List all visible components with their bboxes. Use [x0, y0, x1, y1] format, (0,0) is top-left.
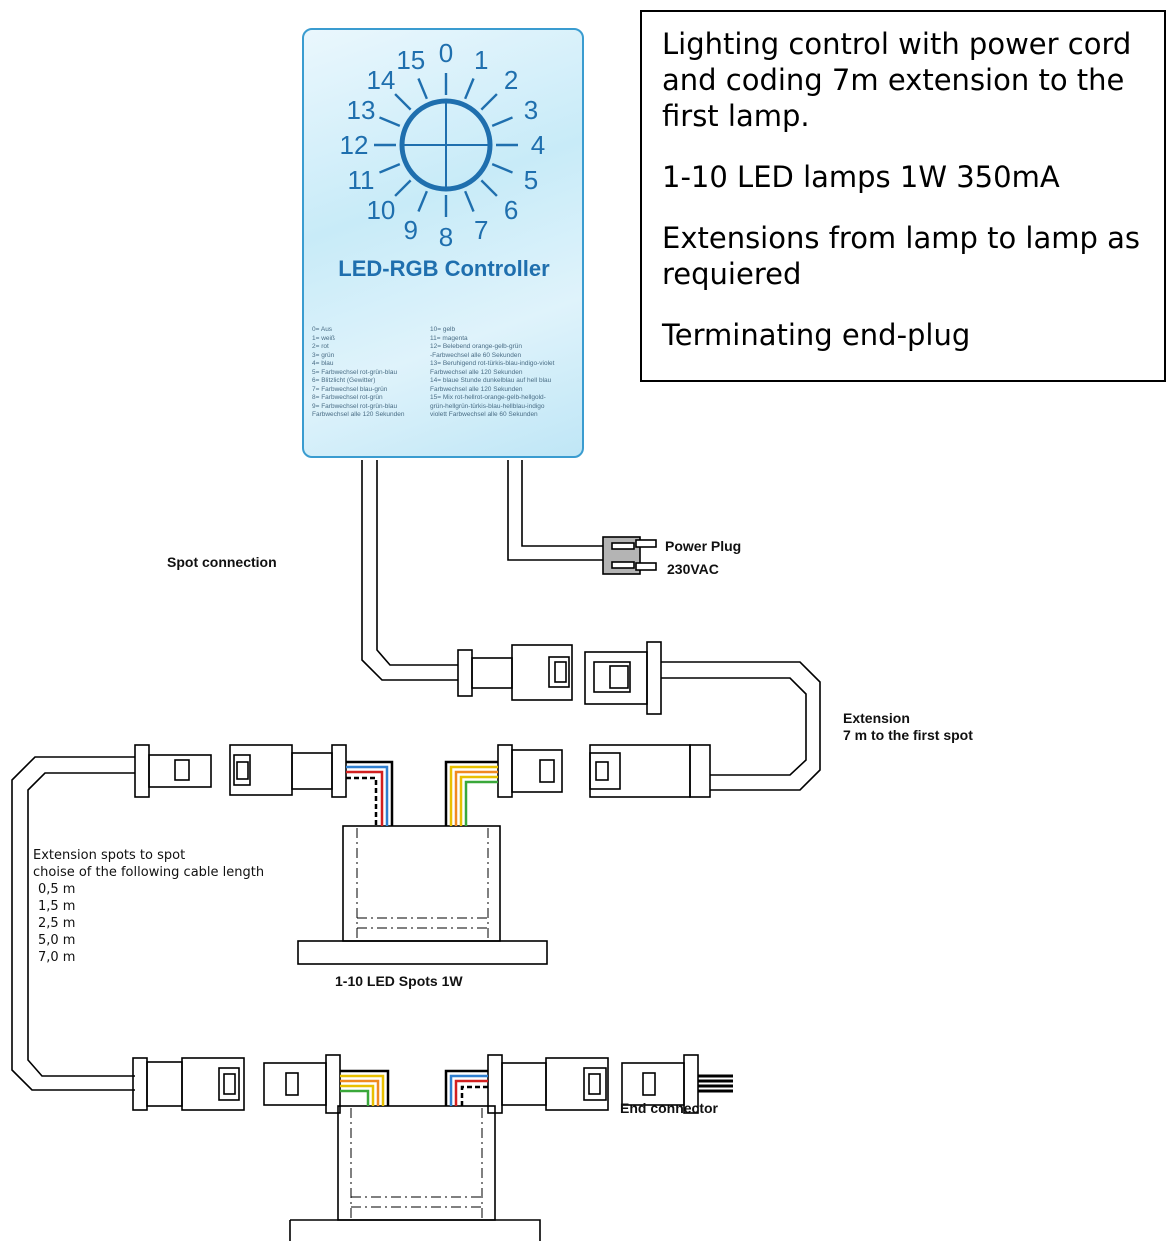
legend-line: 0= Aus — [312, 326, 333, 333]
dial-tick — [394, 179, 412, 197]
dial-number: 0 — [438, 38, 454, 68]
rotary-dial[interactable] — [304, 30, 586, 260]
cable-length-item: 0,5 m — [38, 882, 76, 897]
dial-tick — [394, 93, 412, 111]
info-line-extensions: Extensions from lamp to lamp as requiere… — [662, 221, 1141, 291]
legend-line: Farbwechsel alle 120 Sekunden — [312, 411, 405, 418]
dial-number: 1 — [473, 45, 489, 75]
connector-spot-extension-end — [132, 1057, 245, 1111]
dial-number: 3 — [523, 94, 539, 125]
cable-length-item: 7,0 m — [38, 950, 76, 965]
cable-length-item: 5,0 m — [38, 933, 76, 948]
spot-connection-cable — [361, 460, 458, 681]
dial-tick — [379, 163, 401, 174]
dial-number: 10 — [366, 195, 396, 226]
lamp2-wires-power — [340, 1069, 390, 1106]
legend-line: 9= Farbwechsel rot-grün-blau — [312, 402, 398, 410]
legend-line: 6= Blitzlicht (Gewitter) — [312, 377, 376, 384]
connector-lamp2-out — [487, 1054, 609, 1114]
info-box: Lighting control with power cord and cod… — [640, 10, 1166, 382]
legend-line: 8= Farbwechsel rot-grün — [312, 394, 383, 401]
dial-tick — [464, 78, 475, 100]
legend-line: 11= magenta — [430, 334, 468, 342]
led-spot-lamp-2 — [289, 1105, 541, 1241]
dial-number: 14 — [366, 64, 396, 95]
label-spot-connection: Spot connection — [167, 554, 277, 570]
legend-line: 1= weiß — [312, 334, 335, 342]
end-connector-icon — [621, 1054, 733, 1114]
legend-line: Farbwechsel alle 120 Sekunden — [430, 368, 523, 376]
connector-lamp1-in — [497, 744, 563, 798]
label-ext-spots-sub: choise of the following cable length — [33, 865, 265, 880]
legend-line: 4= blau — [312, 360, 334, 367]
extension-cable-7m — [661, 661, 821, 791]
legend-line: Farbwechsel alle 120 Sekunden — [430, 385, 523, 393]
dial-tick — [491, 116, 513, 127]
power-cable — [507, 460, 603, 561]
info-line-endplug: Terminating end-plug — [662, 318, 971, 352]
controller-title: LED-RGB Controller — [338, 256, 550, 281]
lamp1-wires-rgb — [346, 760, 394, 826]
dial-number: 6 — [503, 195, 519, 226]
label-power-plug: Power Plug — [665, 538, 742, 554]
label-ext-spots-title: Extension spots to spot — [33, 848, 186, 863]
led-spot-lamp-1 — [297, 825, 548, 965]
legend-line: 2= rot — [312, 343, 329, 350]
legend-line: -Farbwechsel alle 60 Sekunden — [430, 351, 522, 359]
legend-line: 14= blaue Stunde dunkelblau auf hell bla… — [430, 377, 552, 384]
dial-number: 2 — [503, 64, 519, 95]
connector-lamp2-in — [263, 1054, 341, 1114]
legend-line: 5= Farbwechsel rot-grün-blau — [312, 368, 398, 376]
legend-line: 13= Beruhigend rot-türkis-blau-indigo-vi… — [430, 360, 555, 367]
legend-line: 15= Mix rot-hellrot-orange-gelb-hellgold… — [430, 394, 546, 401]
label-end-connector: End connector — [620, 1100, 719, 1116]
dial-tick — [417, 78, 428, 100]
dial-number: 15 — [396, 45, 426, 75]
label-led-spots: 1-10 LED Spots 1W — [335, 973, 463, 989]
dial-tick — [417, 190, 428, 212]
dial-tick — [480, 93, 498, 111]
connector-extension-female — [584, 641, 662, 715]
dial-tick — [379, 116, 401, 127]
connector-extension-end — [589, 744, 711, 798]
dial-number: 13 — [346, 94, 376, 125]
info-line-lamps: 1-10 LED lamps 1W 350mA — [662, 160, 1060, 194]
label-extension-title: Extension — [843, 710, 910, 726]
legend-line: violett Farbwechsel alle 60 Sekunden — [430, 411, 538, 418]
legend-line: grün-hellgrün-türkis-blau-hellblau-indig… — [430, 402, 545, 410]
lamp1-wires-power — [444, 760, 498, 826]
dial-tick — [491, 163, 513, 174]
connector-spot-extension-start — [134, 744, 212, 798]
legend-line: 10= gelb — [430, 326, 456, 333]
spot-extension-cable — [11, 756, 135, 1091]
connector-lamp1-out — [229, 744, 347, 798]
dial-number: 9 — [403, 214, 419, 245]
lamp2-wires-rgb — [444, 1069, 488, 1106]
connector-controller-male — [457, 644, 573, 701]
info-line-control: Lighting control with power cord and cod… — [662, 27, 1132, 133]
legend-line: 12= Belebend orange-gelb-grün — [430, 343, 522, 350]
dial-number: 11 — [347, 165, 375, 196]
legend-line: 7= Farbwechsel blau-grün — [312, 385, 388, 393]
cable-length-item: 1,5 m — [38, 899, 76, 914]
cable-length-item: 2,5 m — [38, 916, 76, 931]
dial-number: 12 — [339, 130, 369, 160]
cable-length-list: 0,5 m 1,5 m 2,5 m 5,0 m 7,0 m — [38, 881, 75, 966]
dial-number: 7 — [473, 214, 489, 245]
power-plug-icon — [602, 536, 657, 575]
dial-tick — [480, 179, 498, 197]
dial-number: 4 — [530, 130, 546, 160]
dial-tick — [464, 190, 475, 212]
label-extension-sub: 7 m to the first spot — [843, 727, 973, 743]
dial-number: 5 — [523, 165, 539, 196]
label-voltage: 230VAC — [667, 561, 719, 577]
legend-line: 3= grün — [312, 351, 335, 359]
dial-number: 8 — [438, 222, 454, 252]
